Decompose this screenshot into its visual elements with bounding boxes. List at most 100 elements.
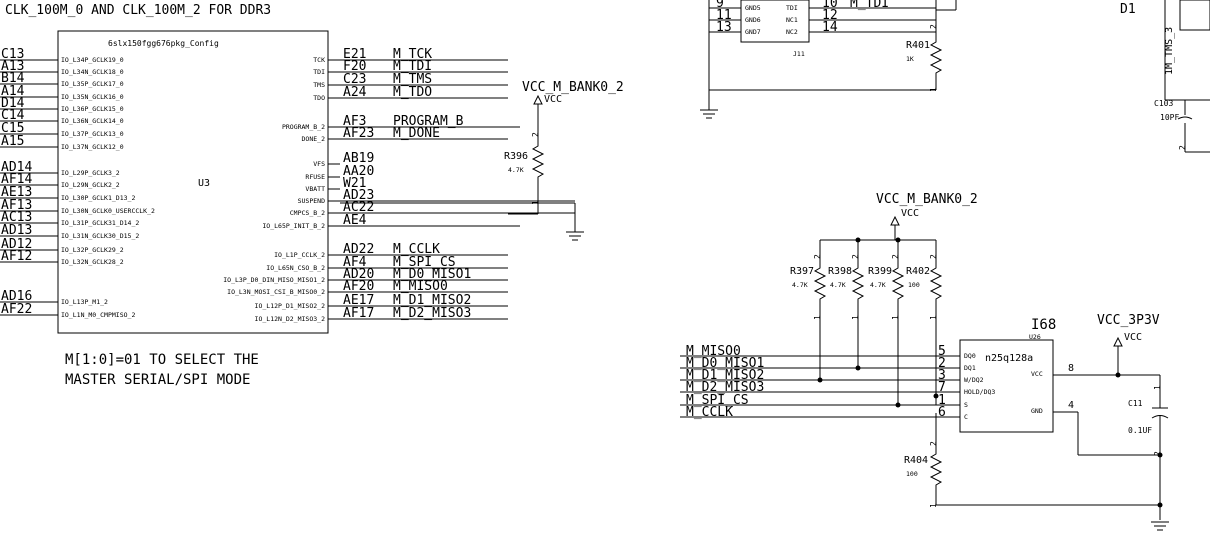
flash-net-label: M_SPI_CS bbox=[686, 393, 749, 408]
j11-name-right: NC1 bbox=[786, 16, 798, 24]
u3-ball-left: AD14 bbox=[1, 160, 32, 175]
j11-name-left: GND7 bbox=[745, 28, 761, 36]
u3-pin-name-right: VBATT bbox=[305, 185, 325, 193]
u3-net-right: M_TMS bbox=[393, 72, 432, 87]
u3-pin-name-left: IO_L1N_M0_CMPMISO_2 bbox=[61, 311, 135, 319]
u3-ball-left: AF12 bbox=[1, 249, 32, 264]
u26-pin-num: 7 bbox=[938, 380, 946, 395]
r396-ref: R396 bbox=[504, 151, 528, 162]
u3-pin-name-right: CMPCS_B_2 bbox=[290, 209, 325, 217]
j11-pin-right: 12 bbox=[822, 8, 838, 23]
u3-pin-name-right: IO_L65N_CSO_B_2 bbox=[266, 264, 325, 272]
d1-net: 1M_TMS_3 bbox=[1164, 27, 1175, 75]
rail-3p3-symbol: VCC bbox=[1124, 332, 1142, 343]
r396-pin1: 1 bbox=[531, 200, 540, 205]
pullup-resistor bbox=[891, 262, 905, 304]
pullup-ref: R397 bbox=[790, 266, 814, 277]
r401-value: 1K bbox=[906, 55, 914, 63]
j11-pin-left: 11 bbox=[716, 8, 732, 23]
u3-ball-right: AF20 bbox=[343, 279, 374, 294]
pullup-pin2: 2 bbox=[929, 254, 938, 259]
u3-pin-name-left: IO_L31N_GCLK30_D15_2 bbox=[61, 232, 139, 240]
u3-ball-left: A15 bbox=[1, 134, 24, 149]
pullup-pin2: 2 bbox=[851, 254, 860, 259]
u3-pin-name-right: IO_L12P_D1_MISO2_2 bbox=[255, 302, 326, 310]
pullup-rail: VCC_M_BANK0_2 VCC 2R3974.7K12R3984.7K12R… bbox=[790, 192, 978, 408]
flash-net-label: M_MISO0 bbox=[686, 344, 741, 359]
u3-pin-name-right: IO_L1P_CCLK_2 bbox=[274, 251, 325, 259]
c103-pin2: 2 bbox=[1178, 145, 1187, 150]
u26-gnd-num: 4 bbox=[1068, 400, 1074, 411]
u3-ball-right: C23 bbox=[343, 72, 366, 87]
u3-pin-name-left: IO_L31P_GCLK31_D14_2 bbox=[61, 219, 139, 227]
u3-net-right: PROGRAM_B bbox=[393, 114, 464, 129]
u3-part-name: 6slx150fgg676pkg_Config bbox=[108, 39, 219, 48]
u26-ref: I68 bbox=[1031, 317, 1056, 333]
u3-ball-right: F20 bbox=[343, 59, 366, 74]
pullup-pin1: 1 bbox=[813, 315, 822, 320]
flash-net-label: M_D0_MISO1 bbox=[686, 356, 764, 371]
u3-net-right: M_TDI bbox=[393, 59, 432, 74]
j11-name-left: GND6 bbox=[745, 16, 761, 24]
c11-ref: C11 bbox=[1128, 399, 1143, 408]
u3-pin-name-left: IO_L30P_GCLK1_D13_2 bbox=[61, 194, 135, 202]
u3-refdes: U3 bbox=[198, 178, 210, 189]
u3-ball-left: AF22 bbox=[1, 302, 32, 317]
j11-pin-right: 14 bbox=[822, 20, 838, 35]
r404-resistor bbox=[929, 448, 943, 505]
u3-pin-name-right: SUSPEND bbox=[298, 197, 325, 205]
j11-name-right: NC2 bbox=[786, 28, 798, 36]
mode-note-line2: MASTER SERIAL/SPI MODE bbox=[65, 372, 250, 388]
u3-ball-right: AD22 bbox=[343, 242, 374, 257]
pullup-ref: R398 bbox=[828, 266, 852, 277]
j11-pin-left: 13 bbox=[716, 20, 732, 35]
u3-net-right: M_DONE bbox=[393, 126, 440, 141]
u3-ball-left: D14 bbox=[1, 96, 25, 111]
pullup-ref: R399 bbox=[868, 266, 892, 277]
u3-pin-name-right: DONE_2 bbox=[302, 135, 326, 143]
r396-resistor bbox=[531, 140, 545, 182]
c11-network: VCC_3P3V VCC 1 2 C11 0.1UF bbox=[1097, 313, 1169, 531]
u3-net-right: M_MISO0 bbox=[393, 279, 448, 294]
c11-pin1: 1 bbox=[1153, 385, 1162, 390]
u3-ball-right: AF23 bbox=[343, 126, 374, 141]
u26-pin-num: 3 bbox=[938, 368, 946, 383]
r404-pin1: 1 bbox=[929, 503, 938, 508]
u26-pin-name: DQ0 bbox=[964, 352, 976, 360]
pullup-pin2: 2 bbox=[891, 254, 900, 259]
rail-mid-arrow bbox=[890, 215, 900, 226]
rail-top-symbol: VCC bbox=[544, 94, 562, 105]
u3-pin-name-right: VFS bbox=[313, 160, 325, 168]
rail-mid-name: VCC_M_BANK0_2 bbox=[876, 192, 978, 207]
flash-net-label: M_D2_MISO3 bbox=[686, 380, 764, 395]
u3-ball-left: AD12 bbox=[1, 237, 32, 252]
u3-net-right: M_TDO bbox=[393, 85, 432, 100]
u3-ball-left: AD16 bbox=[1, 289, 32, 304]
u3-ball-right: AE17 bbox=[343, 293, 374, 308]
d1-c103-fragment: D1 1M_TMS_3 C103 10PF 2 bbox=[1120, 0, 1210, 153]
u3-ball-left: B14 bbox=[1, 71, 25, 86]
u3-ball-left: AC13 bbox=[1, 210, 32, 225]
r396-network: VCC_M_BANK0_2 VCC 2 R396 4.7K 1 bbox=[504, 80, 624, 241]
pullup-resistor bbox=[813, 262, 827, 304]
r396-value: 4.7K bbox=[508, 166, 524, 174]
u3-pin-name-left: IO_L29P_GCLK3_2 bbox=[61, 169, 120, 177]
u3-pin-name-left: IO_L36P_GCLK15_0 bbox=[61, 105, 124, 113]
j11-name-left: GND5 bbox=[745, 4, 761, 12]
u26-refdes: U26 bbox=[1029, 333, 1041, 341]
u3-ball-left: AE13 bbox=[1, 185, 32, 200]
rail-mid-symbol: VCC bbox=[901, 208, 919, 219]
pullup-ref: R402 bbox=[906, 266, 930, 277]
u3-ball-right: AD23 bbox=[343, 188, 374, 203]
rail-3p3-name: VCC_3P3V bbox=[1097, 313, 1160, 328]
j11-pin-left: 9 bbox=[716, 0, 724, 11]
u3-pin-name-right: IO_L65P_INIT_B_2 bbox=[262, 222, 325, 230]
j11-name-right: TDI bbox=[786, 4, 798, 12]
c11-pin2: 2 bbox=[1153, 451, 1162, 456]
u26-part: n25q128a bbox=[985, 353, 1033, 364]
u3-ball-right: AF3 bbox=[343, 114, 366, 129]
pullup-pin1: 1 bbox=[851, 315, 860, 320]
